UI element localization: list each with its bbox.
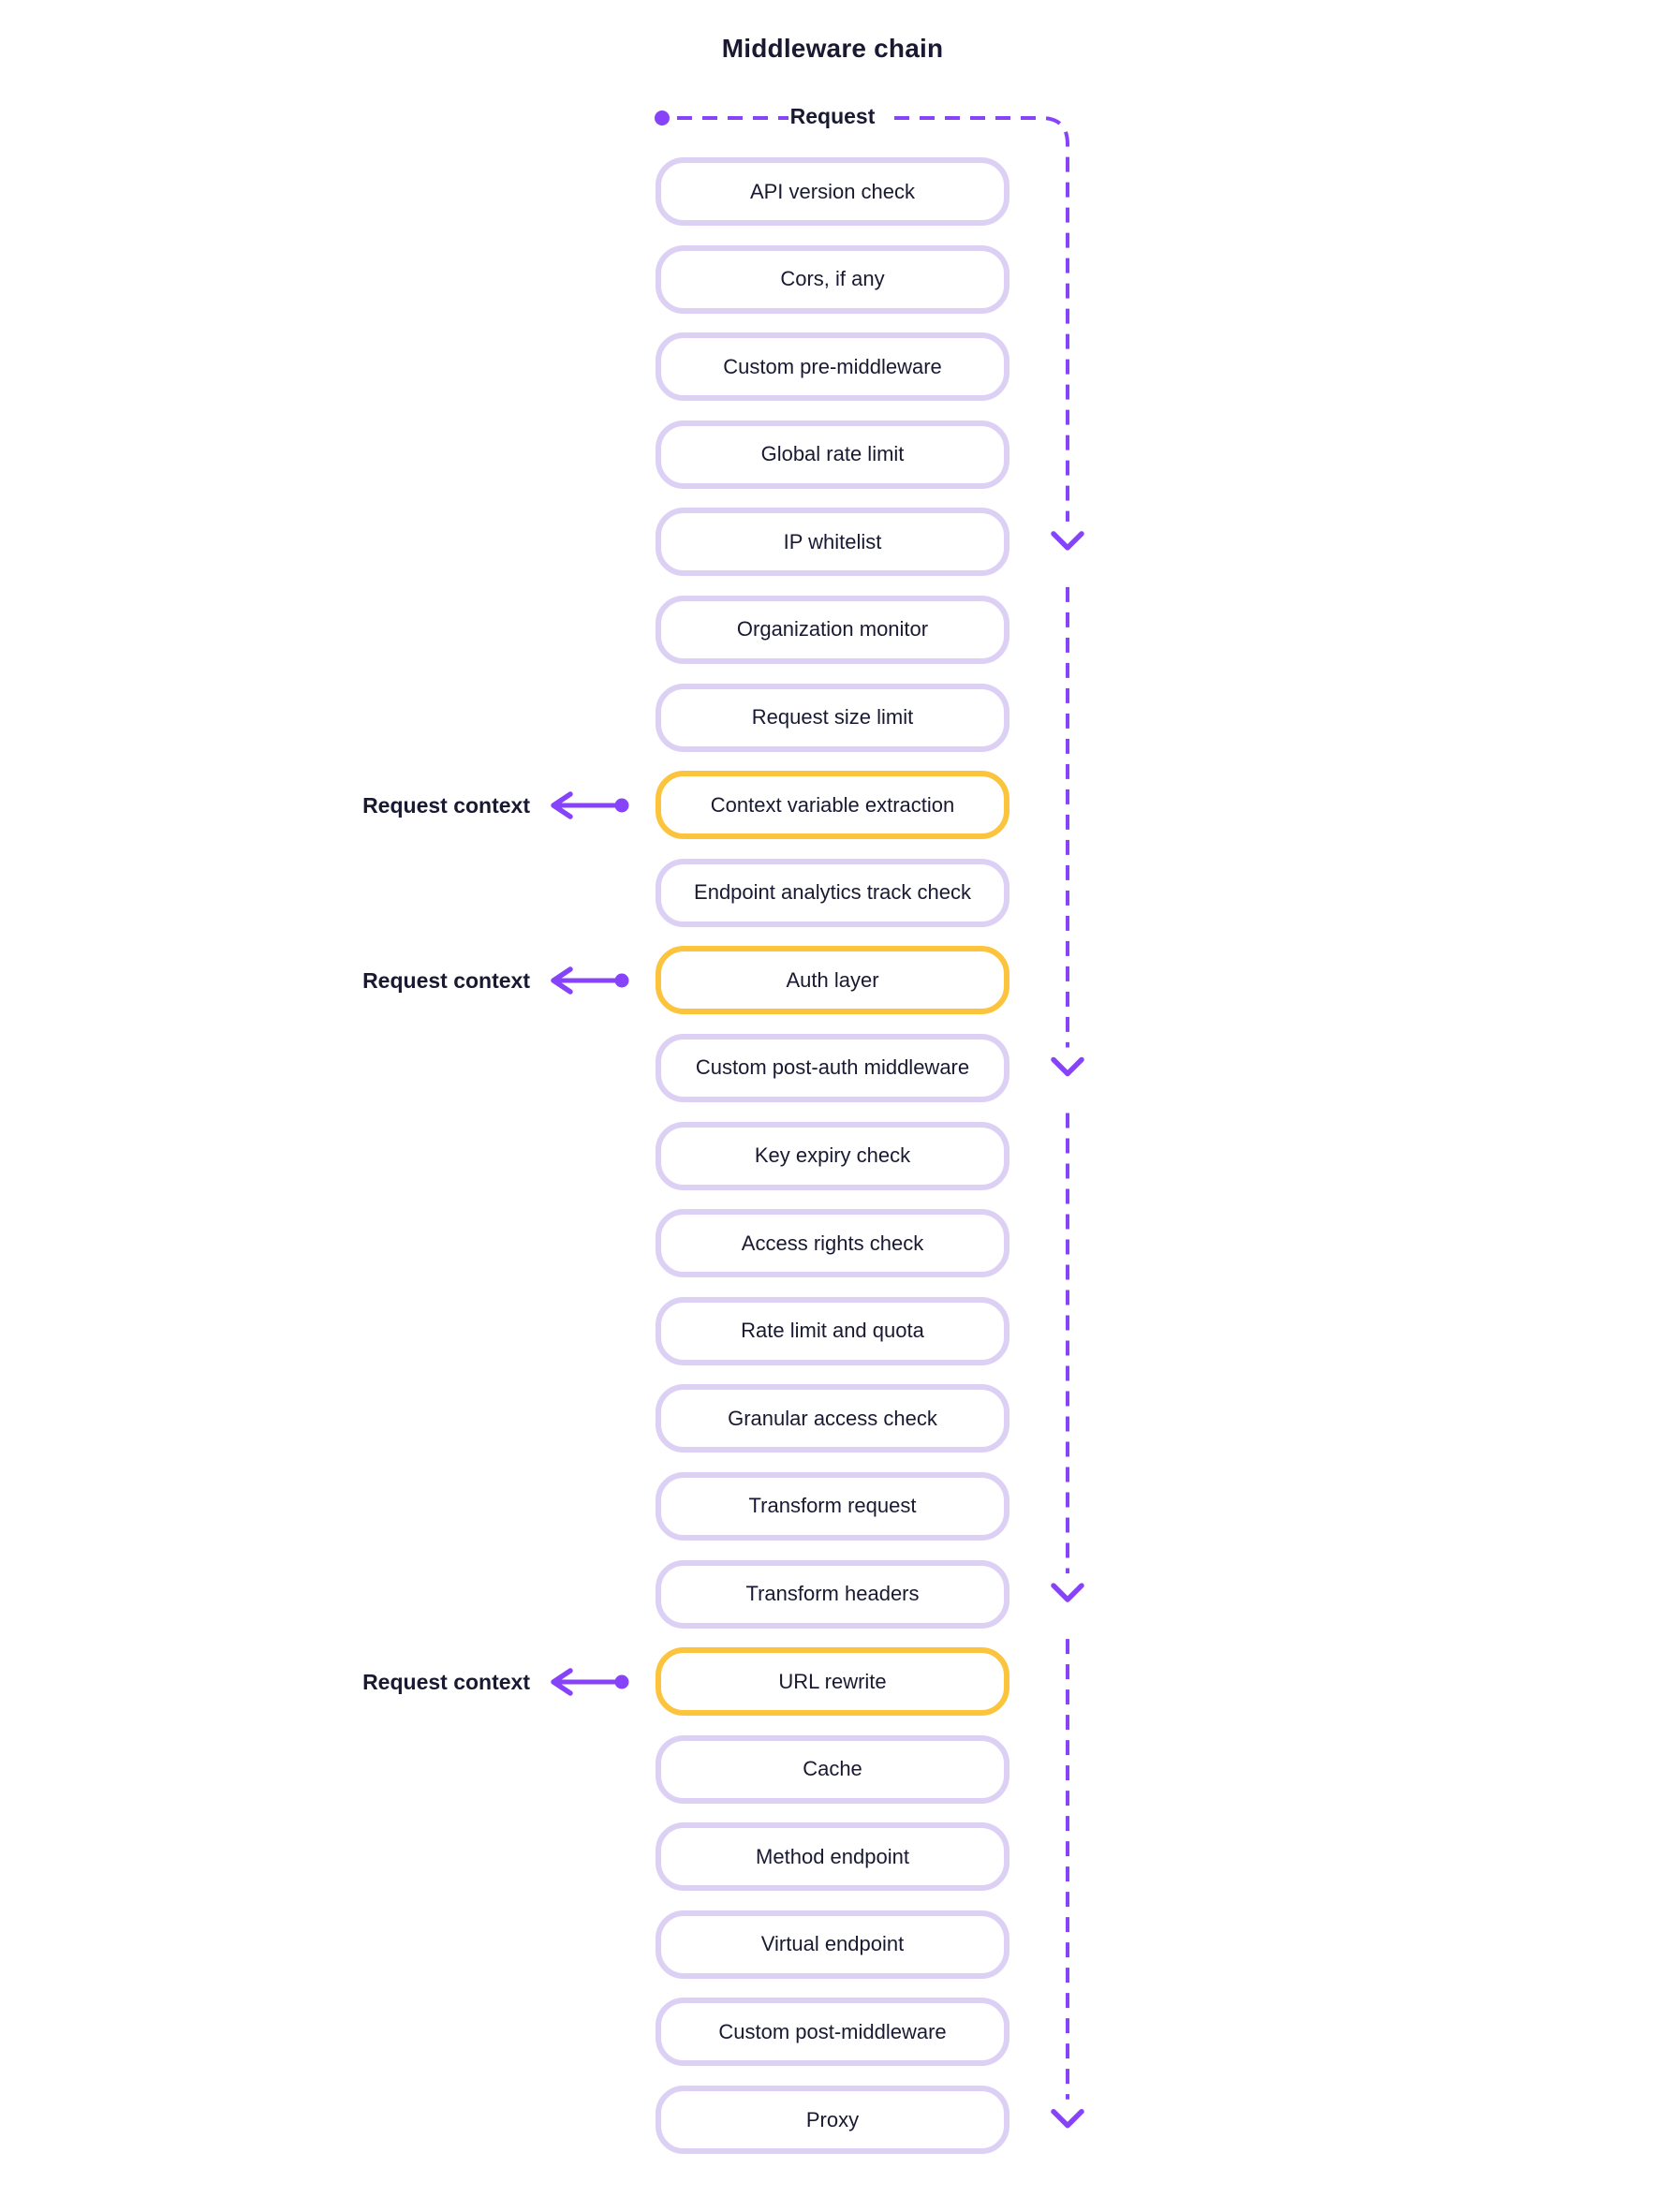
page-title: Middleware chain	[721, 34, 944, 63]
middleware-step-request-size-limit: Request size limit	[656, 683, 1009, 752]
middleware-step-custom-post-middleware: Custom post-middleware	[656, 1998, 1009, 2067]
middleware-step-ip-whitelist: IP whitelist	[656, 508, 1009, 577]
middleware-step-custom-post-auth-middleware: Custom post-auth middleware	[656, 1033, 1009, 1102]
middleware-step-organization-monitor: Organization monitor	[656, 595, 1009, 664]
request-context-annotation-url-rewrite: Request context	[0, 1667, 633, 1697]
request-context-annotation-context-variable-extraction: Request context	[0, 790, 633, 820]
request-context-label: Request context	[362, 792, 530, 818]
flow-arrow-down-icon	[1051, 531, 1084, 551]
middleware-step-access-rights-check: Access rights check	[656, 1209, 1009, 1278]
middleware-step-custom-pre-middleware: Custom pre-middleware	[656, 332, 1009, 402]
middleware-step-endpoint-analytics-track-check: Endpoint analytics track check	[656, 858, 1009, 927]
middleware-step-auth-layer: Auth layer	[656, 946, 1009, 1015]
flow-arrow-down-icon	[1051, 1056, 1084, 1077]
middleware-step-proxy: Proxy	[656, 2086, 1009, 2155]
request-context-annotation-auth-layer: Request context	[0, 966, 633, 995]
middleware-step-global-rate-limit: Global rate limit	[656, 420, 1009, 489]
middleware-step-virtual-endpoint: Virtual endpoint	[656, 1910, 1009, 1979]
flow-arrow-down-icon	[1051, 2108, 1084, 2129]
flow-arrow-down-icon	[1051, 1583, 1084, 1602]
request-context-label: Request context	[362, 1669, 530, 1694]
middleware-step-url-rewrite: URL rewrite	[656, 1647, 1009, 1717]
middleware-step-cors: Cors, if any	[656, 244, 1009, 314]
request-label: Request	[789, 104, 876, 128]
middleware-step-api-version-check: API version check	[656, 157, 1009, 226]
middleware-step-key-expiry-check: Key expiry check	[656, 1121, 1009, 1190]
middleware-step-granular-access-check: Granular access check	[656, 1384, 1009, 1453]
middleware-step-transform-request: Transform request	[656, 1471, 1009, 1541]
middleware-step-cache: Cache	[656, 1734, 1009, 1804]
left-arrow-icon	[551, 790, 629, 819]
left-arrow-icon	[551, 966, 629, 995]
request-context-label: Request context	[362, 967, 530, 993]
middleware-step-rate-limit-and-quota: Rate limit and quota	[656, 1296, 1009, 1365]
middleware-step-context-variable-extraction: Context variable extraction	[656, 771, 1009, 840]
middleware-step-transform-headers: Transform headers	[656, 1559, 1009, 1629]
left-arrow-icon	[551, 1667, 629, 1696]
middleware-step-method-endpoint: Method endpoint	[656, 1822, 1009, 1892]
